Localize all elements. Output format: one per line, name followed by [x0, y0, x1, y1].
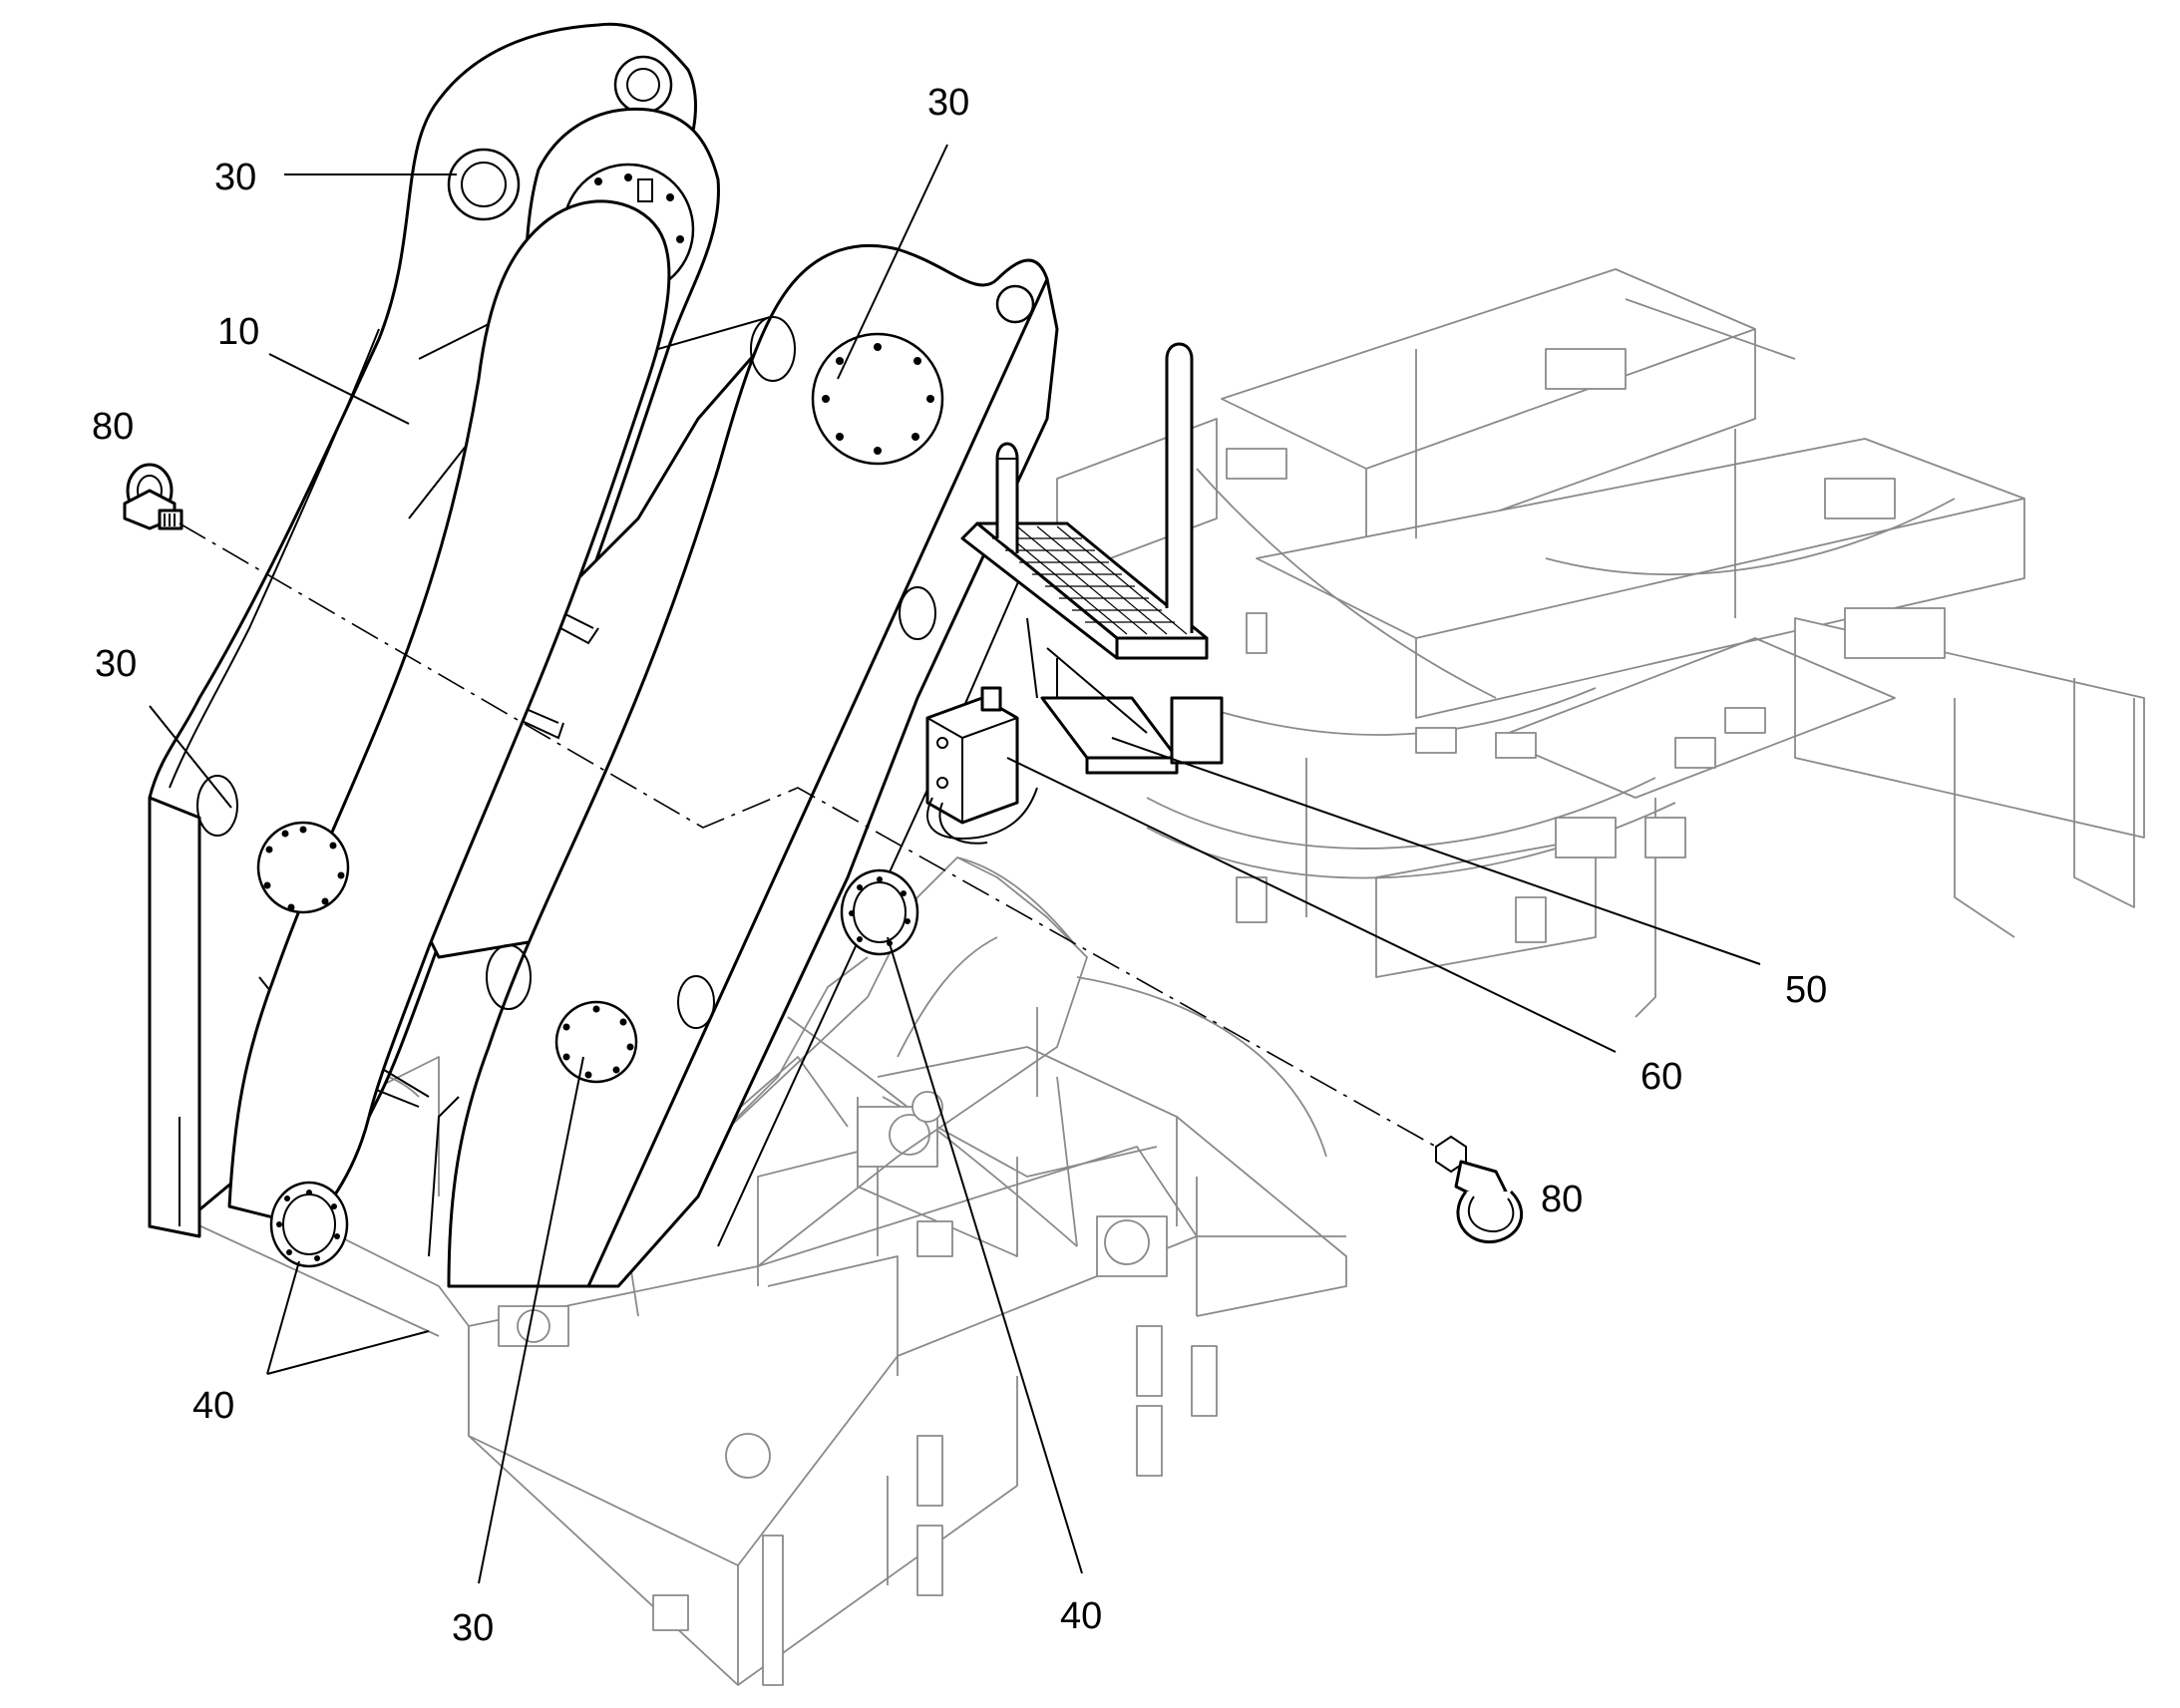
callout-30-top-left: 30 [214, 157, 256, 198]
callout-40-bottom: 40 [1060, 1595, 1102, 1637]
callout-80-right: 80 [1541, 1179, 1583, 1220]
chassis-frame [1056, 268, 2145, 1018]
pin-boss-left [269, 1181, 349, 1268]
callout-30-bottom: 30 [452, 1607, 494, 1649]
callout-30-mid-left: 30 [95, 643, 137, 685]
callout-30-top-right: 30 [927, 82, 969, 124]
callout-60: 60 [1640, 1056, 1682, 1098]
callout-10: 10 [217, 311, 259, 353]
callout-50: 50 [1785, 969, 1827, 1011]
eye-bolt-left [123, 463, 183, 530]
boom-arm-assembly [148, 22, 1059, 1288]
callout-80-left: 80 [92, 406, 134, 448]
step-platform [960, 342, 1224, 775]
base-frame [179, 976, 1347, 1686]
valve-box [925, 686, 1038, 845]
pin-boss-center [840, 868, 919, 956]
mount-plate [538, 856, 1088, 1267]
alignment-axis-line [179, 522, 1437, 1148]
leader-lines [149, 144, 1761, 1584]
callout-40-left: 40 [192, 1385, 234, 1427]
eye-bolt-right [1435, 1135, 1524, 1243]
